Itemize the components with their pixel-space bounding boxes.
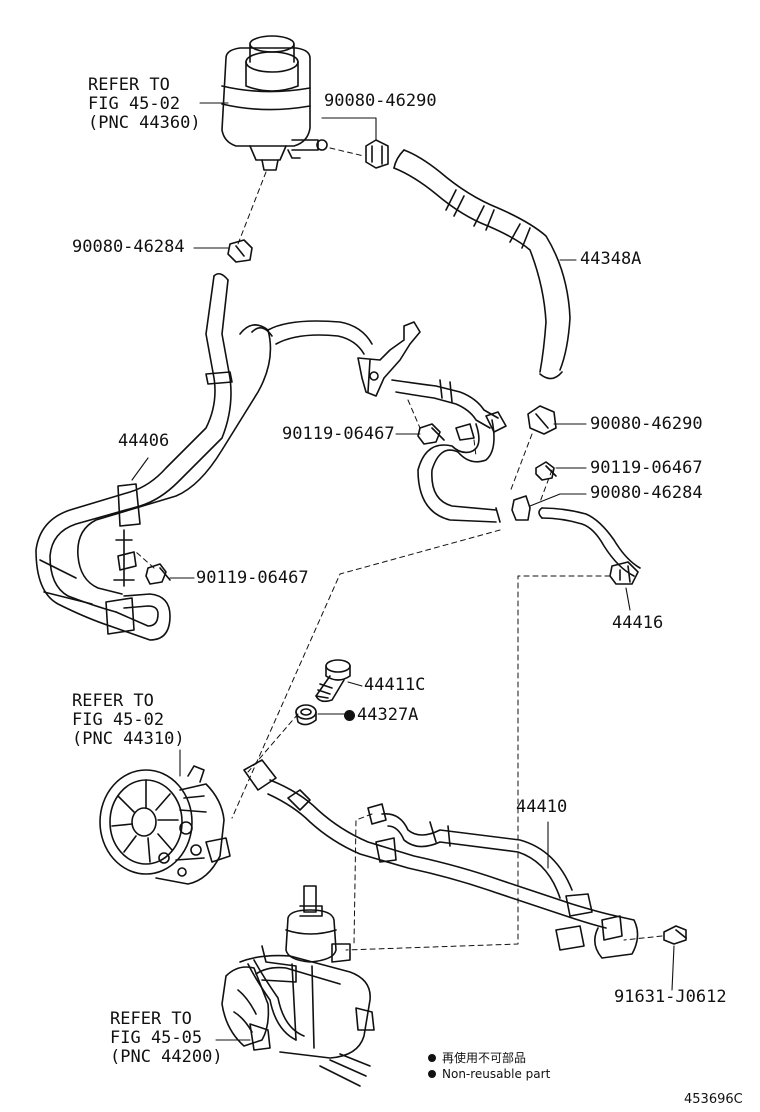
tube-44406-drawing (35, 272, 373, 641)
pump-reference-line1: REFER TO (72, 691, 154, 711)
bolt-bottom-drawing (663, 925, 687, 945)
clamp-right-small-drawing (511, 495, 531, 521)
gear-reference-line3: (PNC 44200) (110, 1047, 223, 1067)
part-label-clamp-right[interactable]: 90080-46290 (590, 414, 703, 434)
part-label-return-hose[interactable]: 44348A (580, 249, 642, 269)
legend: 再使用不可部品 Non-reusable part (428, 1050, 550, 1082)
legend-text-jp: 再使用不可部品 (442, 1051, 527, 1065)
pump-reference-line3: (PNC 44310) (72, 729, 185, 749)
non-reusable-marker (344, 710, 355, 721)
clamp-right-drawing (527, 405, 557, 435)
part-label-gasket-text: 44327A (357, 705, 419, 725)
part-label-clamp-left[interactable]: 90080-46284 (72, 237, 185, 257)
reservoir-reference-line2: FIG 45-02 (88, 94, 181, 114)
part-label-bolt-left[interactable]: 90119-06467 (196, 568, 309, 588)
gear-reference: REFER TO FIG 45-05 (PNC 44200) (110, 1010, 223, 1067)
pressure-tube-drawing (243, 759, 639, 959)
gear-reference-line1: REFER TO (110, 1009, 192, 1029)
pump-drawing (99, 765, 231, 885)
diagram-code: 453696C (684, 1092, 743, 1107)
part-label-gasket[interactable]: 44327A (344, 706, 418, 725)
reservoir-drawing (221, 35, 328, 171)
leader-lines (131, 102, 675, 1041)
part-label-pressure-tube[interactable]: 44410 (516, 797, 568, 817)
part-label-bolt-bottom[interactable]: 91631-J0612 (614, 987, 727, 1007)
pump-reference: REFER TO FIG 45-02 (PNC 44310) (72, 692, 185, 749)
part-label-clamp-right-small[interactable]: 90080-46284 (590, 483, 703, 503)
part-label-union-bolt[interactable]: 44411C (364, 675, 426, 695)
part-label-clamp-top[interactable]: 90080-46290 (324, 91, 437, 111)
clamp-top-drawing (365, 139, 389, 169)
gear-reference-line2: FIG 45-05 (110, 1028, 203, 1048)
legend-row-en: Non-reusable part (428, 1066, 550, 1082)
legend-text-en: Non-reusable part (442, 1067, 551, 1081)
reservoir-reference-line3: (PNC 44360) (88, 113, 201, 133)
steering-gear-drawing (221, 885, 375, 1087)
bolt-right-drawing (535, 461, 557, 481)
return-hose-drawing (393, 149, 571, 380)
part-label-tube-right[interactable]: 44416 (612, 613, 664, 633)
bolt-center-drawing (417, 423, 445, 445)
pump-reference-line2: FIG 45-02 (72, 710, 165, 730)
tube-44416-drawing (538, 507, 641, 585)
dashed-connectors (135, 147, 663, 951)
bolt-left-drawing (145, 563, 171, 585)
bracket-center-drawing (357, 321, 499, 429)
gasket-drawing (295, 704, 317, 726)
legend-row-jp: 再使用不可部品 (428, 1050, 550, 1066)
part-label-bolt-center[interactable]: 90119-06467 (282, 424, 395, 444)
part-label-bolt-right[interactable]: 90119-06467 (590, 458, 703, 478)
part-label-tube-left[interactable]: 44406 (118, 431, 170, 451)
reservoir-reference: REFER TO FIG 45-02 (PNC 44360) (88, 76, 201, 133)
union-bolt-drawing (315, 659, 351, 703)
legend-dot-icon (428, 1070, 436, 1078)
legend-dot-icon (428, 1054, 436, 1062)
hose-loop-drawing (417, 411, 507, 523)
reservoir-reference-line1: REFER TO (88, 75, 170, 95)
clamp-left-drawing (227, 239, 253, 263)
